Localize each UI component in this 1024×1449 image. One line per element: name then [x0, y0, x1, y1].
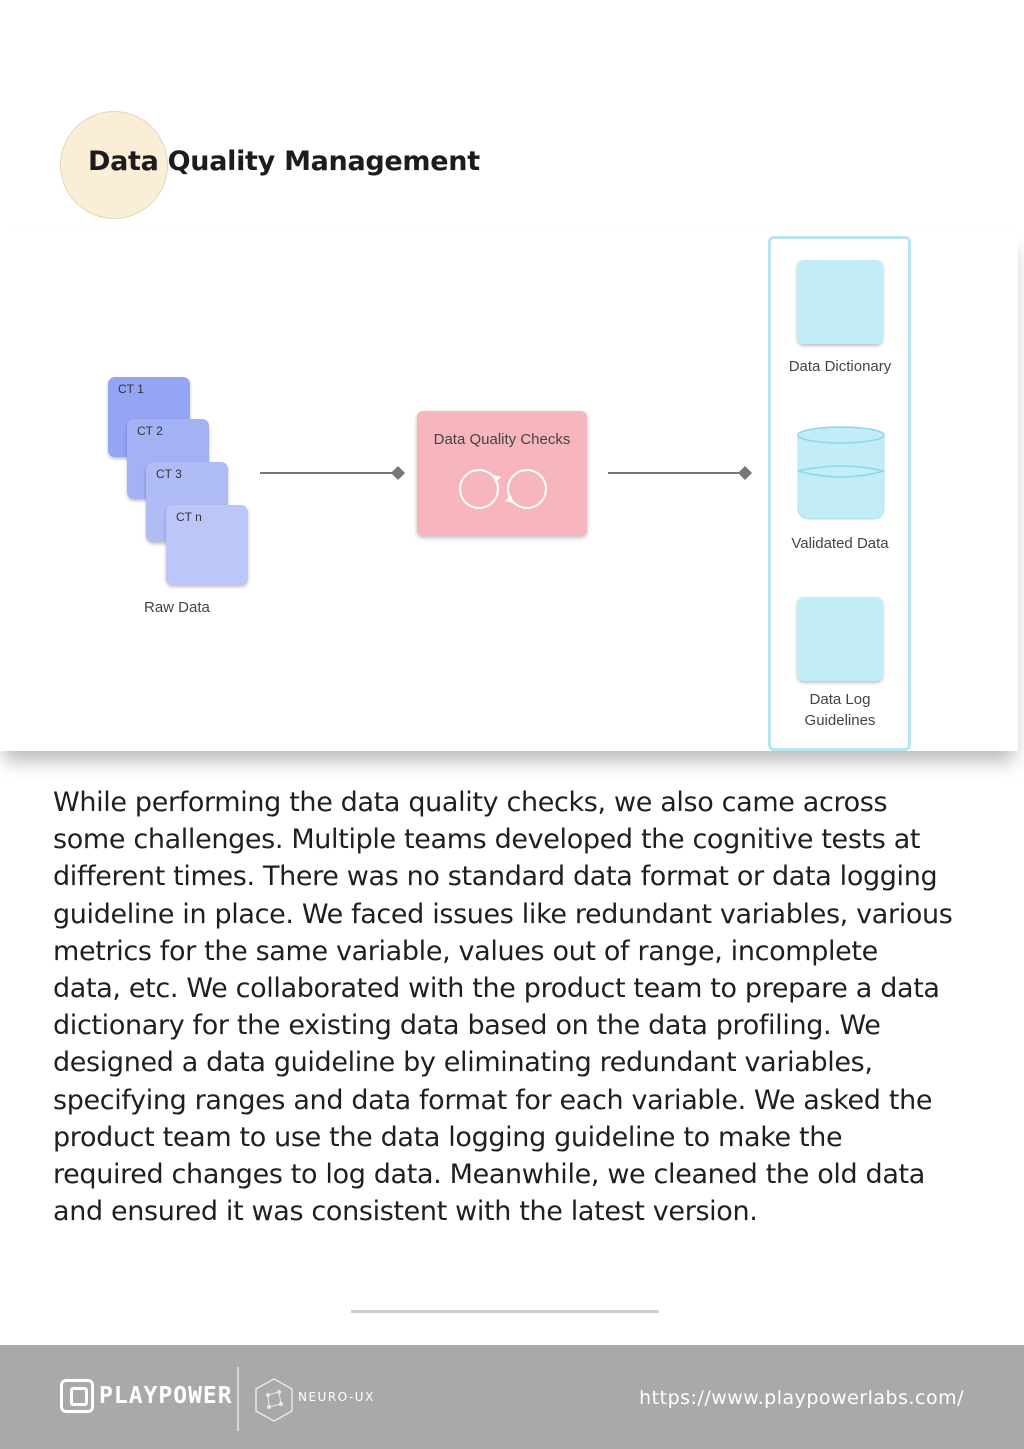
- validated-data-label: Validated Data: [791, 535, 889, 552]
- data-dictionary-box: [797, 260, 883, 344]
- website-link[interactable]: https://www.playpowerlabs.com/: [639, 1387, 964, 1409]
- raw-data-label: Raw Data: [144, 599, 210, 616]
- data-log-guidelines-box: [797, 597, 883, 681]
- playpower-logo-icon: [60, 1379, 94, 1413]
- connector-input-to-process: [260, 466, 405, 480]
- ct-card-label: CT 3: [156, 467, 182, 481]
- process-label: Data Quality Checks: [433, 431, 571, 448]
- data-quality-diagram: CT 1 CT 2 CT 3 CT n Raw Data Data Qualit…: [0, 231, 1018, 751]
- process-box: Data Quality Checks: [417, 411, 587, 536]
- ct-card-label: CT n: [176, 510, 202, 524]
- title-decoration-circle: [60, 111, 168, 219]
- data-log-label-line2: Guidelines: [804, 712, 876, 729]
- data-dictionary-label: Data Dictionary: [788, 358, 892, 375]
- footer: PLAYPOWER NEURO-UX https://www.playpower…: [0, 1345, 1024, 1449]
- neuro-ux-brand[interactable]: NEURO-UX: [298, 1390, 375, 1404]
- connector-process-to-output: [608, 466, 752, 480]
- connectors: [260, 466, 752, 480]
- neuro-ux-brain-icon: [255, 1378, 293, 1422]
- data-log-label-line1: Data Log: [809, 691, 871, 708]
- ct-card-label: CT 1: [118, 382, 144, 396]
- footer-separator: [237, 1367, 239, 1431]
- ct-card-n: CT n: [166, 505, 248, 585]
- page-title: Data Quality Management: [88, 146, 480, 177]
- cycle-arrows-icon: [459, 469, 547, 509]
- data-log-guidelines-label: Data Log Guidelines: [765, 689, 915, 731]
- output-panel: [768, 236, 911, 751]
- section-divider: [351, 1310, 659, 1313]
- body-paragraph: While performing the data quality checks…: [53, 787, 953, 1228]
- playpower-brand[interactable]: PLAYPOWER: [99, 1383, 233, 1409]
- ct-card-label: CT 2: [137, 424, 163, 438]
- validated-data-cylinder: [797, 426, 885, 520]
